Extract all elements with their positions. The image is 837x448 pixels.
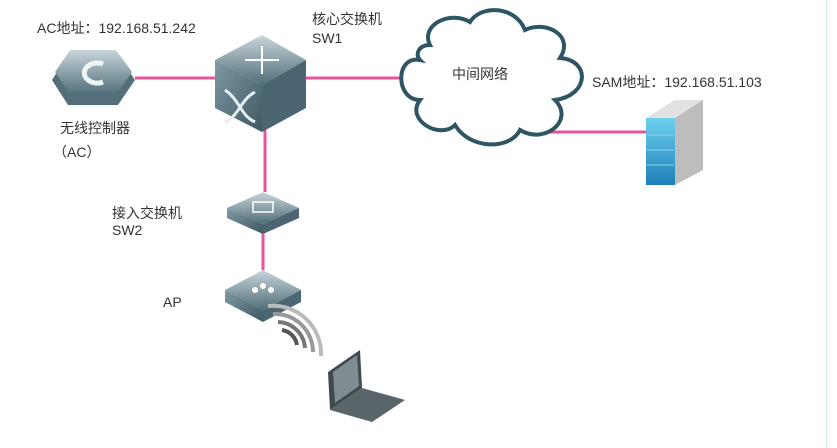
cloud-icon [399,8,584,147]
access-switch-name: 接入交换机 [112,205,182,221]
core-switch-id: SW1 [312,30,343,46]
wifi-signal-icon [267,303,324,357]
access-switch-id: SW2 [112,222,143,238]
right-border [826,0,827,448]
ac-abbr-label: （AC） [53,144,101,160]
ap-label: AP [163,294,182,310]
ac-controller-icon [52,50,135,105]
sam-server-icon [646,100,703,185]
laptop-icon [328,350,405,422]
cloud-label: 中间网络 [452,66,508,82]
ap-icon [225,270,301,322]
core-switch-name: 核心交换机 [312,11,382,27]
ac-address-label: AC地址：192.168.51.242 [37,20,196,36]
core-switch-icon [215,35,306,132]
access-switch-icon [227,192,299,234]
sam-address-label: SAM地址：192.168.51.103 [592,74,762,90]
ac-name-label: 无线控制器 [60,120,130,136]
links [135,76,646,270]
